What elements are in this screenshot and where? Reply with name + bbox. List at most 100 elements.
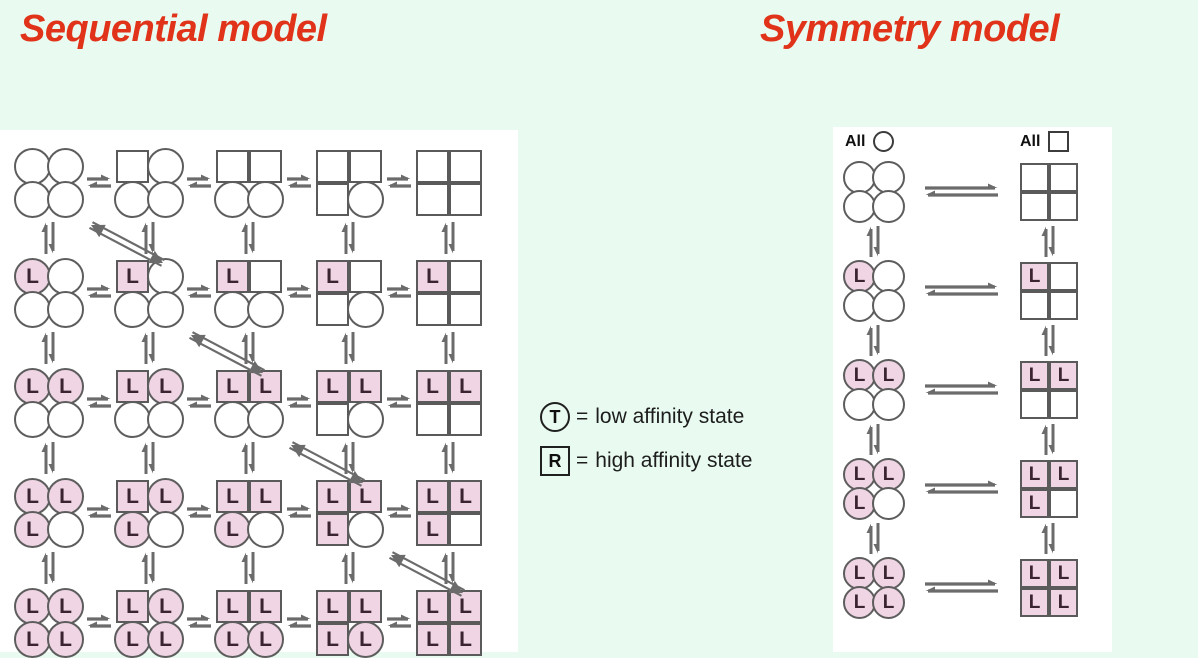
horizontal-equilibrium-arrow-seq-r1-c2 — [187, 173, 211, 193]
subunit-grid: L — [14, 258, 84, 328]
subunit-bottom-right-circle-empty — [247, 401, 284, 438]
horizontal-equilibrium-arrow-seq-r1-c4 — [387, 173, 411, 193]
subunit-top-left-square-ligand-bound: L — [316, 370, 349, 403]
subunit-top-left-square-ligand-bound: L — [216, 480, 249, 513]
subunit-top-left-square-ligand-bound: L — [316, 590, 349, 623]
subunit-top-right-square-ligand-bound: L — [1049, 460, 1078, 489]
subunit-bottom-right-square-empty — [1049, 390, 1078, 419]
subunit-top-right-square-empty — [449, 260, 482, 293]
subunit-top-right-circle-empty — [47, 258, 84, 295]
subunit-top-left-square-ligand-bound: L — [416, 370, 449, 403]
subunit-bottom-right-circle-empty — [147, 181, 184, 218]
horizontal-equilibrium-arrow-seq-r1-c1 — [87, 173, 111, 193]
subunit-bottom-left-square-empty — [1020, 192, 1049, 221]
vertical-equilibrium-arrow-seq-r4-c2 — [140, 552, 158, 584]
subunit-bottom-right-circle-empty — [247, 181, 284, 218]
horizontal-equilibrium-arrow-seq-r2-c4 — [387, 283, 411, 303]
legend-label-low-affinity: low affinity state — [595, 405, 745, 428]
subunit-top-left-circle-ligand-bound: L — [14, 478, 51, 515]
subunit-top-right-square-ligand-bound: L — [1049, 559, 1078, 588]
subunit-bottom-right-square-empty — [449, 183, 482, 216]
subunit-top-right-square-ligand-bound: L — [349, 480, 382, 513]
subunit-top-right-square-ligand-bound: L — [449, 370, 482, 403]
horizontal-equilibrium-arrow-seq-r3-c4 — [387, 393, 411, 413]
symmetry-header-circle-icon — [873, 131, 895, 152]
subunit-top-left-square-ligand-bound: L — [1020, 262, 1049, 291]
horizontal-equilibrium-arrow-seq-r2-c3 — [287, 283, 311, 303]
subunit-top-left-square-ligand-bound: L — [1020, 361, 1049, 390]
vertical-equilibrium-arrow-sym-r3-c2 — [1040, 424, 1058, 455]
subunit-bottom-right-square-empty — [449, 403, 482, 436]
horizontal-equilibrium-arrow-seq-r5-c2 — [187, 613, 211, 633]
subunit-top-right-square-ligand-bound: L — [349, 370, 382, 403]
vertical-equilibrium-arrow-seq-r1-c1 — [40, 222, 58, 254]
horizontal-equilibrium-arrow-sym-r5 — [925, 578, 998, 598]
subunit-bottom-left-square-ligand-bound: L — [1020, 489, 1049, 518]
subunit-top-left-square-ligand-bound: L — [1020, 460, 1049, 489]
subunit-bottom-left-circle-ligand-bound: L — [114, 511, 151, 548]
horizontal-equilibrium-arrow-seq-r5-c1 — [87, 613, 111, 633]
subunit-bottom-right-circle-empty — [872, 388, 905, 421]
horizontal-equilibrium-arrow-seq-r4-c4 — [387, 503, 411, 523]
vertical-equilibrium-arrow-seq-r4-c4 — [340, 552, 358, 584]
horizontal-equilibrium-arrow-seq-r3-c1 — [87, 393, 111, 413]
subunit-top-right-square-empty — [249, 260, 282, 293]
vertical-equilibrium-arrow-sym-r4-c1 — [865, 523, 883, 554]
page-title-sequential-model: Sequential model — [20, 8, 327, 50]
symmetry-column-header-2: All — [1020, 131, 1070, 152]
horizontal-equilibrium-arrow-sym-r1 — [925, 182, 998, 202]
vertical-equilibrium-arrow-sym-r2-c2 — [1040, 325, 1058, 356]
subunit-grid — [214, 150, 284, 218]
subunit-bottom-right-square-empty — [449, 293, 482, 326]
vertical-equilibrium-arrow-seq-r3-c2 — [140, 442, 158, 474]
subunit-grid — [1020, 163, 1078, 221]
vertical-equilibrium-arrow-sym-r1-c2 — [1040, 226, 1058, 257]
subunit-top-left-circle-ligand-bound: L — [14, 368, 51, 405]
vertical-equilibrium-arrow-sym-r1-c1 — [865, 226, 883, 257]
subunit-bottom-right-square-empty — [449, 513, 482, 546]
symmetry-header-square-icon — [1048, 131, 1070, 152]
vertical-equilibrium-arrow-seq-r2-c4 — [340, 332, 358, 364]
subunit-top-right-square-ligand-bound: L — [449, 590, 482, 623]
subunit-bottom-right-circle-empty — [47, 291, 84, 328]
subunit-top-right-square-empty — [449, 150, 482, 183]
horizontal-equilibrium-arrow-seq-r4-c2 — [187, 503, 211, 523]
subunit-bottom-left-circle-empty — [843, 388, 876, 421]
subunit-bottom-right-circle-ligand-bound: L — [872, 586, 905, 619]
diagonal-equilibrium-arrow-1 — [84, 218, 170, 270]
subunit-grid — [114, 148, 184, 218]
subunit-bottom-right-circle-empty — [47, 511, 84, 548]
subunit-bottom-right-circle-empty — [347, 511, 384, 548]
subunit-grid — [843, 161, 905, 223]
horizontal-equilibrium-arrow-sym-r2 — [925, 281, 998, 301]
subunit-grid: L — [843, 260, 905, 322]
vertical-equilibrium-arrow-seq-r4-c1 — [40, 552, 58, 584]
subunit-bottom-right-circle-empty — [147, 511, 184, 548]
subunit-bottom-left-circle-ligand-bound: L — [14, 511, 51, 548]
subunit-bottom-left-square-empty — [416, 293, 449, 326]
subunit-top-right-circle-ligand-bound: L — [147, 588, 184, 625]
subunit-bottom-left-square-ligand-bound: L — [416, 513, 449, 546]
subunit-grid: L — [214, 260, 284, 328]
subunit-top-left-circle-ligand-bound: L — [14, 258, 51, 295]
subunit-top-right-square-empty — [349, 150, 382, 183]
subunit-bottom-left-square-ligand-bound: L — [316, 513, 349, 546]
vertical-equilibrium-arrow-sym-r4-c2 — [1040, 523, 1058, 554]
subunit-top-right-square-empty — [249, 150, 282, 183]
subunit-top-left-square-ligand-bound: L — [216, 590, 249, 623]
subunit-bottom-left-circle-empty — [843, 190, 876, 223]
subunit-top-left-square-empty — [1020, 163, 1049, 192]
subunit-bottom-left-square-empty — [416, 183, 449, 216]
subunit-bottom-left-circle-empty — [114, 181, 151, 218]
subunit-bottom-right-circle-empty — [147, 401, 184, 438]
